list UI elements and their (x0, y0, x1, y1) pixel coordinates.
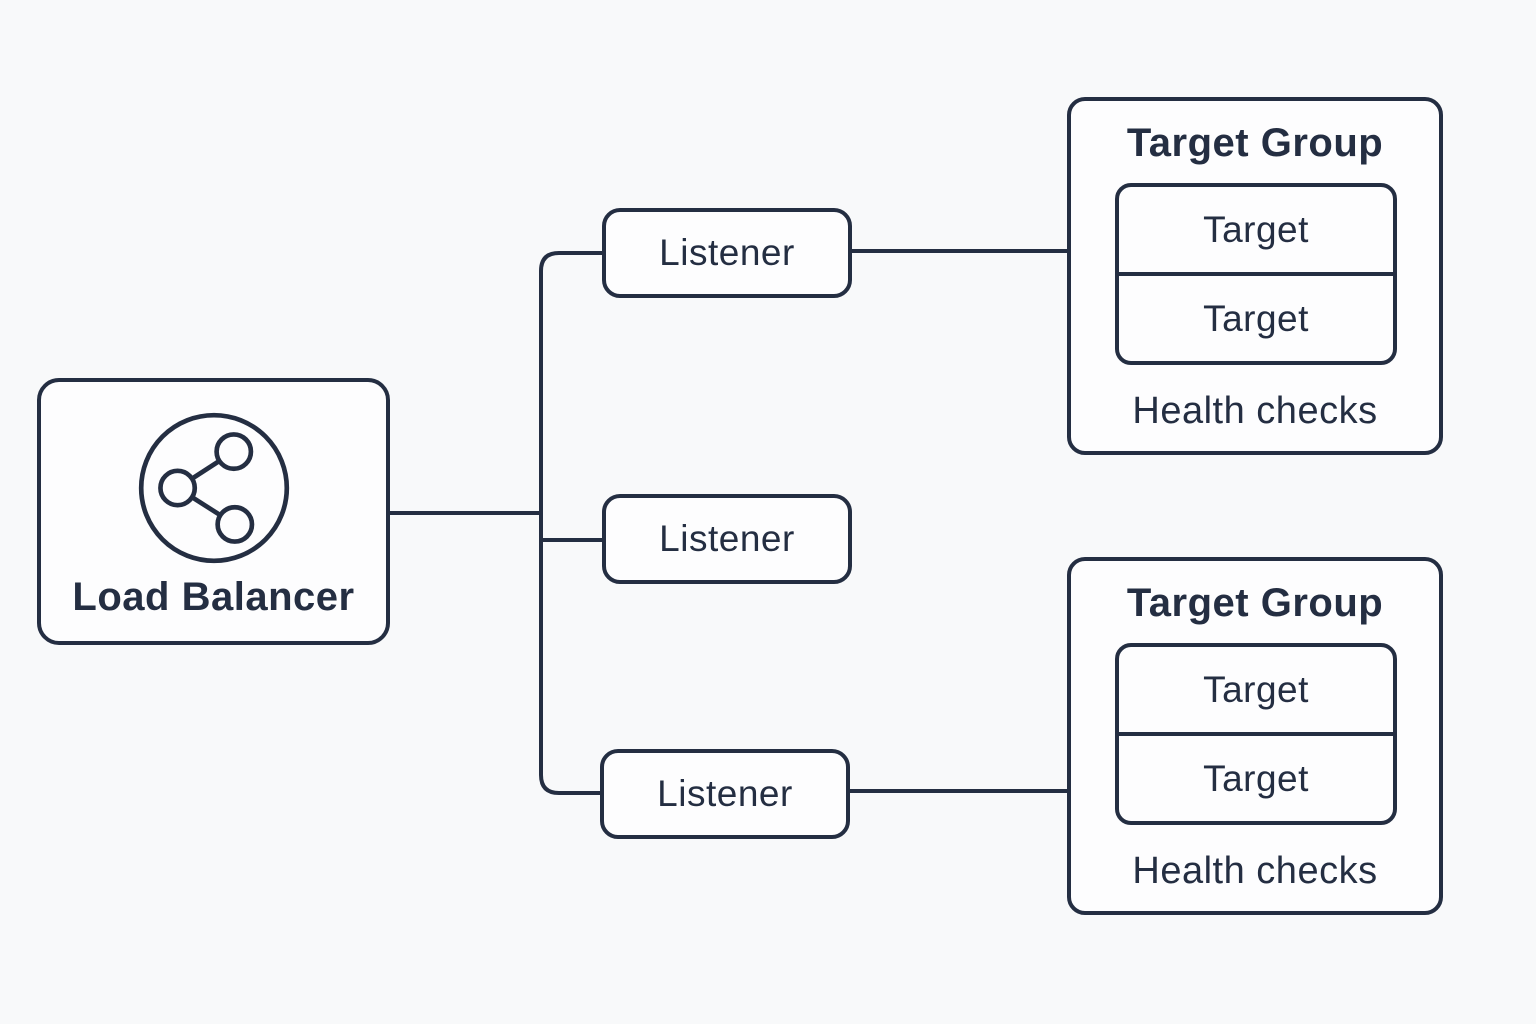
listener-label: Listener (659, 518, 795, 559)
target-item: Target (1119, 187, 1393, 276)
load-balancer-node: Load Balancer (37, 378, 390, 645)
health-checks-label: Health checks (1132, 850, 1378, 892)
share-nodes-icon (138, 412, 289, 564)
target-group-title: Target Group (1126, 581, 1384, 625)
target-item: Target (1203, 757, 1309, 799)
listener-label: Listener (659, 232, 795, 273)
target-list: Target Target (1115, 643, 1397, 825)
target-list: Target Target (1115, 183, 1397, 365)
target-item: Target (1119, 647, 1393, 736)
target-group-title: Target Group (1126, 121, 1384, 165)
listener-node-2: Listener (602, 494, 852, 584)
health-checks-label: Health checks (1132, 390, 1378, 432)
load-balancer-label: Load Balancer (72, 575, 355, 619)
listener-label: Listener (657, 773, 793, 814)
listener-node-1: Listener (602, 208, 852, 298)
wire-trunk (539, 251, 602, 795)
target-group-node-2: Target Group Target Target Health checks (1067, 557, 1443, 915)
listener-node-3: Listener (600, 749, 850, 839)
target-item: Target (1203, 297, 1309, 339)
target-group-node-1: Target Group Target Target Health checks (1067, 97, 1443, 455)
